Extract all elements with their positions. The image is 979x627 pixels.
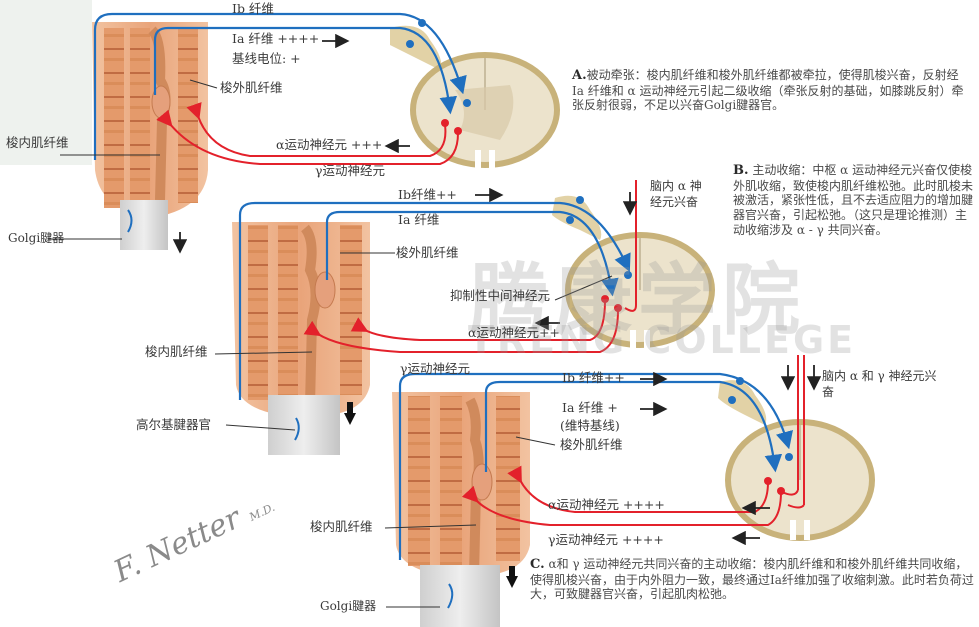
label-c-intrafusal: 梭内肌纤维 [310, 519, 373, 534]
corner-panel [0, 0, 92, 165]
label-b-brain-2: 经元兴奋 [650, 195, 699, 209]
label-c-alpha-motor: α运动神经元 ++++ [548, 497, 665, 512]
label-b-intrafusal: 梭内肌纤维 [145, 344, 208, 359]
golgi-tendon-b [268, 395, 340, 455]
label-a-golgi: Golgi腱器 [8, 231, 65, 245]
label-c-ia-fiber: Ia 纤维 + [562, 400, 618, 415]
golgi-tendon-c [420, 565, 500, 627]
label-b-ib-fiber: Ib纤维++ [398, 187, 457, 202]
panel-a-spinal-cord [390, 25, 560, 170]
label-c-ib-fiber: Ib 纤维++ [562, 370, 625, 385]
panel-b-leader-lines [214, 252, 613, 431]
caption-c-text: α和 γ 运动神经元共同兴奋的主动收缩：梭内肌纤维和和梭外肌纤维共同收缩，使得肌… [530, 557, 974, 602]
panel-c-spinal-cord [718, 380, 875, 541]
caption-a-head: A. [572, 68, 587, 83]
label-c-extrafusal: 梭外肌纤维 [560, 437, 623, 452]
panel-c-muscle [392, 392, 530, 627]
label-c-gamma-motor: γ运动神经元 ++++ [548, 532, 664, 547]
label-a-ia-fiber: Ia 纤维 ++++ [232, 31, 320, 46]
label-b-alpha-motor: α运动神经元++ [468, 325, 560, 340]
label-a-gamma-motor: γ运动神经元 [315, 163, 385, 178]
label-b-inhibitory: 抑制性中间神经元 [450, 288, 551, 303]
label-b-golgi: 高尔基腱器官 [136, 417, 212, 432]
label-b-extrafusal: 梭外肌纤维 [396, 245, 459, 260]
caption-b-head: B. [733, 163, 749, 178]
caption-c-head: C. [530, 557, 545, 572]
caption-b: B. 主动收缩：中枢 α 运动神经元兴奋仅使梭外肌收缩，致使梭内肌纤维松弛。此时… [733, 163, 973, 237]
label-c-gamma-top: γ运动神经元 [400, 361, 470, 376]
panel-b-spinal-cord [552, 195, 715, 350]
label-a-ib-fiber: Ib 纤维 [232, 1, 274, 16]
panel-c-leader-lines [384, 436, 556, 608]
label-b-ia-fiber: Ia 纤维 [398, 212, 440, 227]
label-c-brain-1: 脑内 α 和 γ 神经元兴 [822, 369, 937, 383]
panel-a-muscle [92, 22, 208, 250]
label-a-intrafusal: 梭内肌纤维 [6, 135, 69, 150]
golgi-tendon-a [120, 200, 168, 250]
label-c-brain-2: 奋 [822, 385, 835, 399]
caption-a: A.被动牵张：梭内肌纤维和梭外肌纤维都被牵拉，使得肌梭兴奋，反射经 Ia 纤维和… [572, 68, 972, 113]
panel-c-nerves [398, 355, 805, 609]
panel-a-leader-lines [48, 79, 218, 240]
label-a-baseline: 基线电位: + [232, 51, 301, 66]
panel-a-direction-arrows [172, 33, 410, 254]
panel-c-direction-arrows [506, 365, 822, 588]
caption-c: C. α和 γ 运动神经元共同兴奋的主动收缩：梭内肌纤维和和梭外肌纤维共同收缩，… [530, 557, 975, 602]
panel-b-direction-arrows [344, 187, 638, 425]
label-c-ia-note: (维特基线) [560, 418, 620, 433]
label-a-extrafusal: 梭外肌纤维 [220, 80, 283, 95]
caption-a-text: 被动牵张：梭内肌纤维和梭外肌纤维都被牵拉，使得肌梭兴奋，反射经 Ia 纤维和 α… [572, 68, 964, 113]
panel-b-nerves [238, 180, 637, 441]
label-c-golgi: Golgi腱器 [320, 599, 377, 613]
caption-b-text: 主动收缩：中枢 α 运动神经元兴奋仅使梭外肌收缩，致使梭内肌纤维松弛。此时肌梭未… [733, 163, 974, 237]
label-a-alpha-motor: α运动神经元 +++ [276, 137, 383, 152]
label-b-brain-1: 脑内 α 神 [650, 179, 702, 193]
panel-b-muscle [232, 222, 370, 455]
panel-a-nerves [93, 12, 471, 233]
